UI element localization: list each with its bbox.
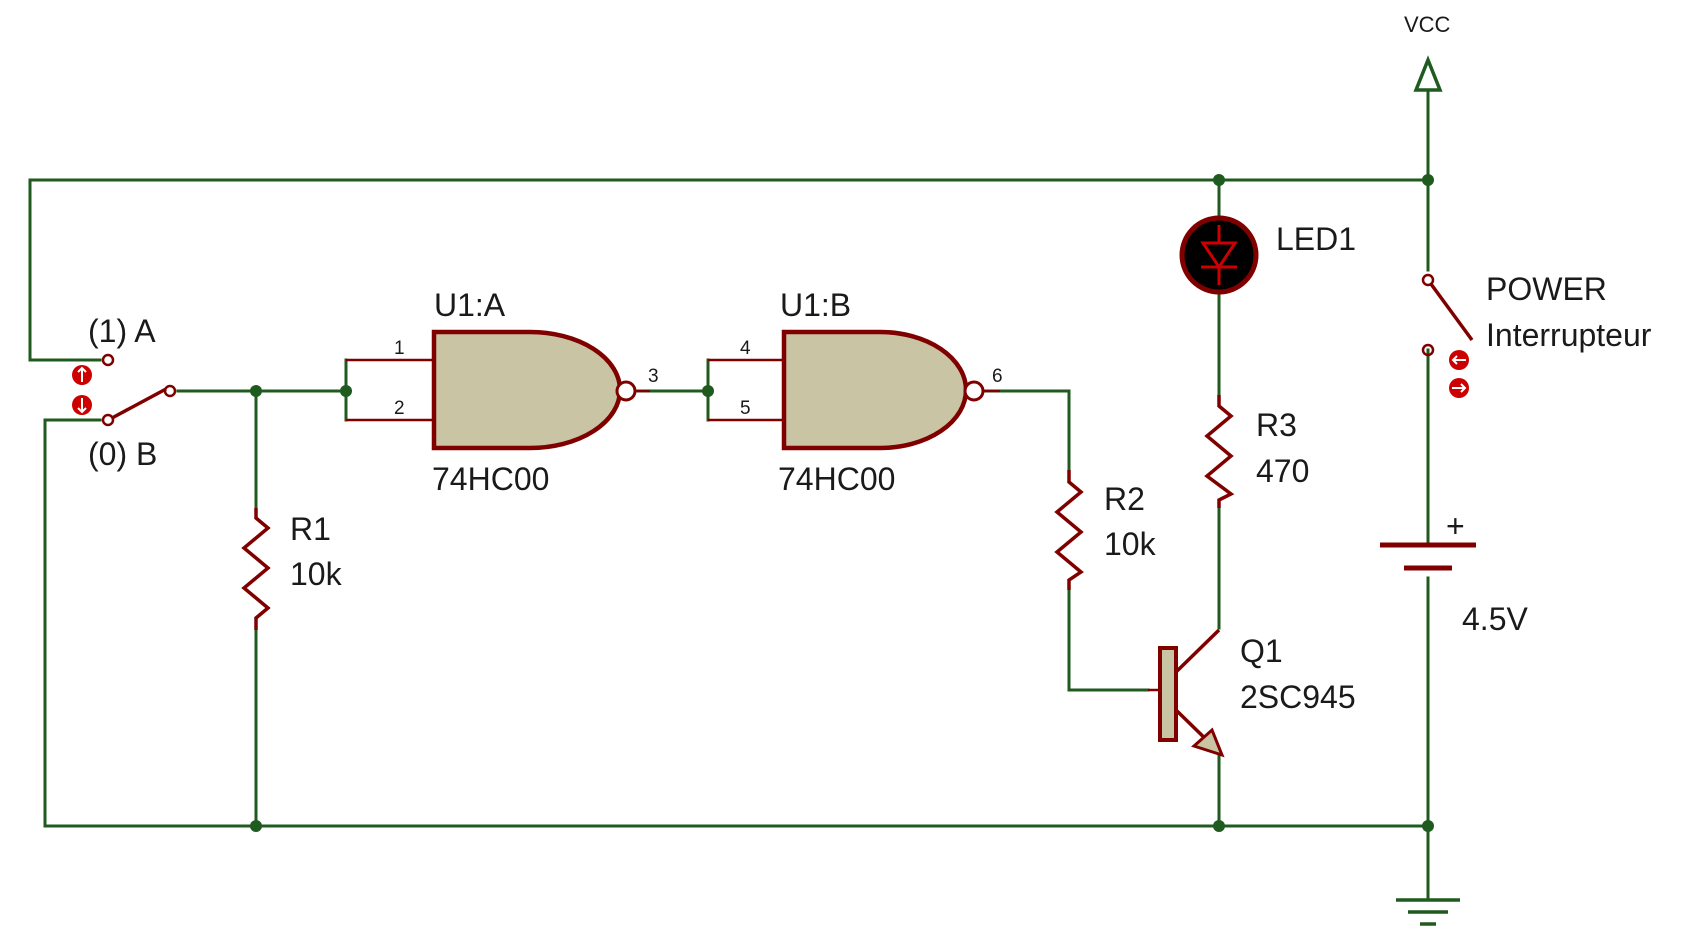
selector-switch[interactable]: (1) A (0) B: [72, 313, 177, 472]
gate-a-ref: U1:A: [434, 287, 506, 323]
resistor-r1-value: 10k: [290, 556, 343, 592]
junction-dot: [702, 385, 714, 397]
junction-dot: [340, 385, 352, 397]
gate-b-body: [781, 329, 969, 451]
transistor-q1: Q1 2SC945: [1148, 628, 1356, 758]
transistor-base-bar: [1158, 646, 1178, 742]
resistor-r3-ref: R3: [1256, 407, 1297, 443]
resistor-r2: R2 10k: [1054, 470, 1157, 590]
arrow-up-icon: [77, 366, 87, 382]
arrow-down-icon: [77, 398, 87, 414]
gate-a-output-bubble: [615, 380, 637, 402]
gate-b-ref: U1:B: [780, 287, 851, 323]
led-body: [1179, 215, 1259, 295]
gate-a-part: 74HC00: [432, 461, 549, 497]
ground-icon: [1396, 898, 1460, 926]
arrow-left-icon: [1451, 355, 1466, 365]
switch-contact-b: [101, 413, 115, 427]
nand-gate-u1b: 4 5 6 U1:B 74HC00: [708, 287, 1003, 497]
wire-gate-b-out: [983, 389, 1071, 472]
switch-contact-a: [101, 353, 115, 367]
nand-gate-u1a: 1 2 3 U1:A 74HC00: [346, 287, 659, 497]
power-switch-ref: POWER: [1486, 271, 1607, 307]
power-switch-part: Interrupteur: [1486, 317, 1652, 353]
diode-bar: [1201, 225, 1237, 285]
resistor-r1-ref: R1: [290, 511, 331, 547]
gate-a-pin-2-label: 2: [394, 398, 405, 419]
battery: + 4.5V: [1380, 508, 1528, 637]
resistor-r2-value: 10k: [1104, 526, 1157, 562]
vcc-terminal: VCC: [1404, 12, 1451, 92]
gate-a-body: [431, 329, 623, 451]
gate-a-pin-3-label: 3: [648, 366, 659, 387]
junction-dot: [1422, 820, 1434, 832]
switch-lever: [111, 387, 167, 420]
gate-a-pin-1-label: 1: [394, 338, 405, 359]
power-switch-bottom-contact: [1421, 343, 1435, 357]
power-switch-top-contact: [1421, 273, 1435, 287]
led-ref: LED1: [1276, 221, 1356, 257]
wires: [28, 90, 1430, 902]
gate-b-pin-5-label: 5: [740, 398, 751, 419]
junction-dot: [1422, 174, 1434, 186]
resistor-r3-zigzag: [1204, 395, 1235, 508]
junctions: [250, 174, 1434, 832]
wire-left-loop-a: [28, 178, 102, 362]
resistor-r1-zigzag: [241, 508, 271, 630]
switch-common-contact: [163, 384, 177, 398]
switch-label-a: (1) A: [88, 313, 156, 349]
resistor-r3: R3 470: [1204, 395, 1309, 508]
gate-b-pin-6-label: 6: [992, 366, 1003, 387]
wire-r2-to-base: [1067, 588, 1150, 692]
junction-dot: [250, 820, 262, 832]
vcc-arrow-icon: [1413, 55, 1443, 92]
junction-dot: [1213, 820, 1225, 832]
led-led1: LED1: [1179, 215, 1356, 295]
resistor-r1: R1 10k: [241, 508, 343, 630]
junction-dot: [1213, 174, 1225, 186]
transistor-part: 2SC945: [1240, 679, 1356, 715]
gate-b-pin-4-label: 4: [740, 338, 751, 359]
battery-plus-icon: +: [1446, 508, 1465, 544]
wire-left-loop-b: [43, 418, 102, 828]
battery-value: 4.5V: [1462, 601, 1528, 637]
power-switch[interactable]: POWER Interrupteur: [1421, 271, 1652, 398]
gate-b-part: 74HC00: [778, 461, 895, 497]
gate-b-output-bubble: [963, 380, 985, 402]
ground-symbol: [1396, 898, 1460, 926]
transistor-ref: Q1: [1240, 633, 1283, 669]
power-switch-lever: [1429, 282, 1474, 342]
junction-dot: [250, 385, 262, 397]
vcc-label: VCC: [1404, 12, 1451, 37]
switch-label-b: (0) B: [88, 436, 157, 472]
resistor-r3-value: 470: [1256, 453, 1309, 489]
resistor-r2-zigzag: [1054, 470, 1084, 590]
transistor-collector: [1174, 628, 1221, 674]
arrow-right-icon: [1452, 383, 1467, 393]
emitter-arrow-icon: [1191, 727, 1225, 758]
resistor-r2-ref: R2: [1104, 481, 1145, 517]
